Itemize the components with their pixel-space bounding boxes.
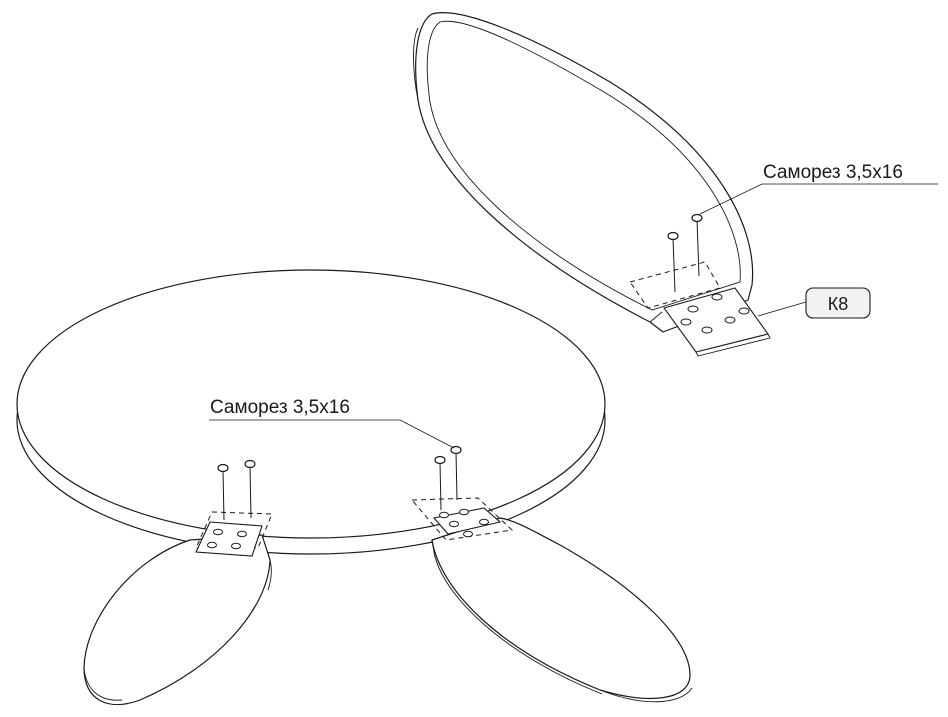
right-screw-2 (450, 445, 462, 501)
left-leg-panel (83, 534, 271, 706)
left-screw-2 (244, 459, 256, 519)
right-leg-panel (431, 517, 691, 700)
top-leg-assembly: Саморез 3,5x16 К8 (413, 12, 938, 357)
top-plate-outline (629, 261, 721, 309)
top-leg-panel (415, 12, 754, 333)
bottom-screw-label: Саморез 3,5x16 (210, 397, 350, 418)
top-screw-label: Саморез 3,5x16 (763, 162, 903, 183)
right-screw-1 (434, 455, 446, 511)
part-badge-label: К8 (828, 294, 849, 314)
top-screw-2 (691, 213, 703, 277)
part-badge-box (805, 287, 871, 319)
right-plate-outline (410, 497, 514, 541)
left-screw-1 (217, 463, 229, 521)
tabletop (16, 269, 606, 539)
top-screw-1 (667, 231, 679, 293)
left-plate-outline (195, 511, 273, 549)
table-assembly: Саморез 3,5x16 (16, 269, 693, 706)
